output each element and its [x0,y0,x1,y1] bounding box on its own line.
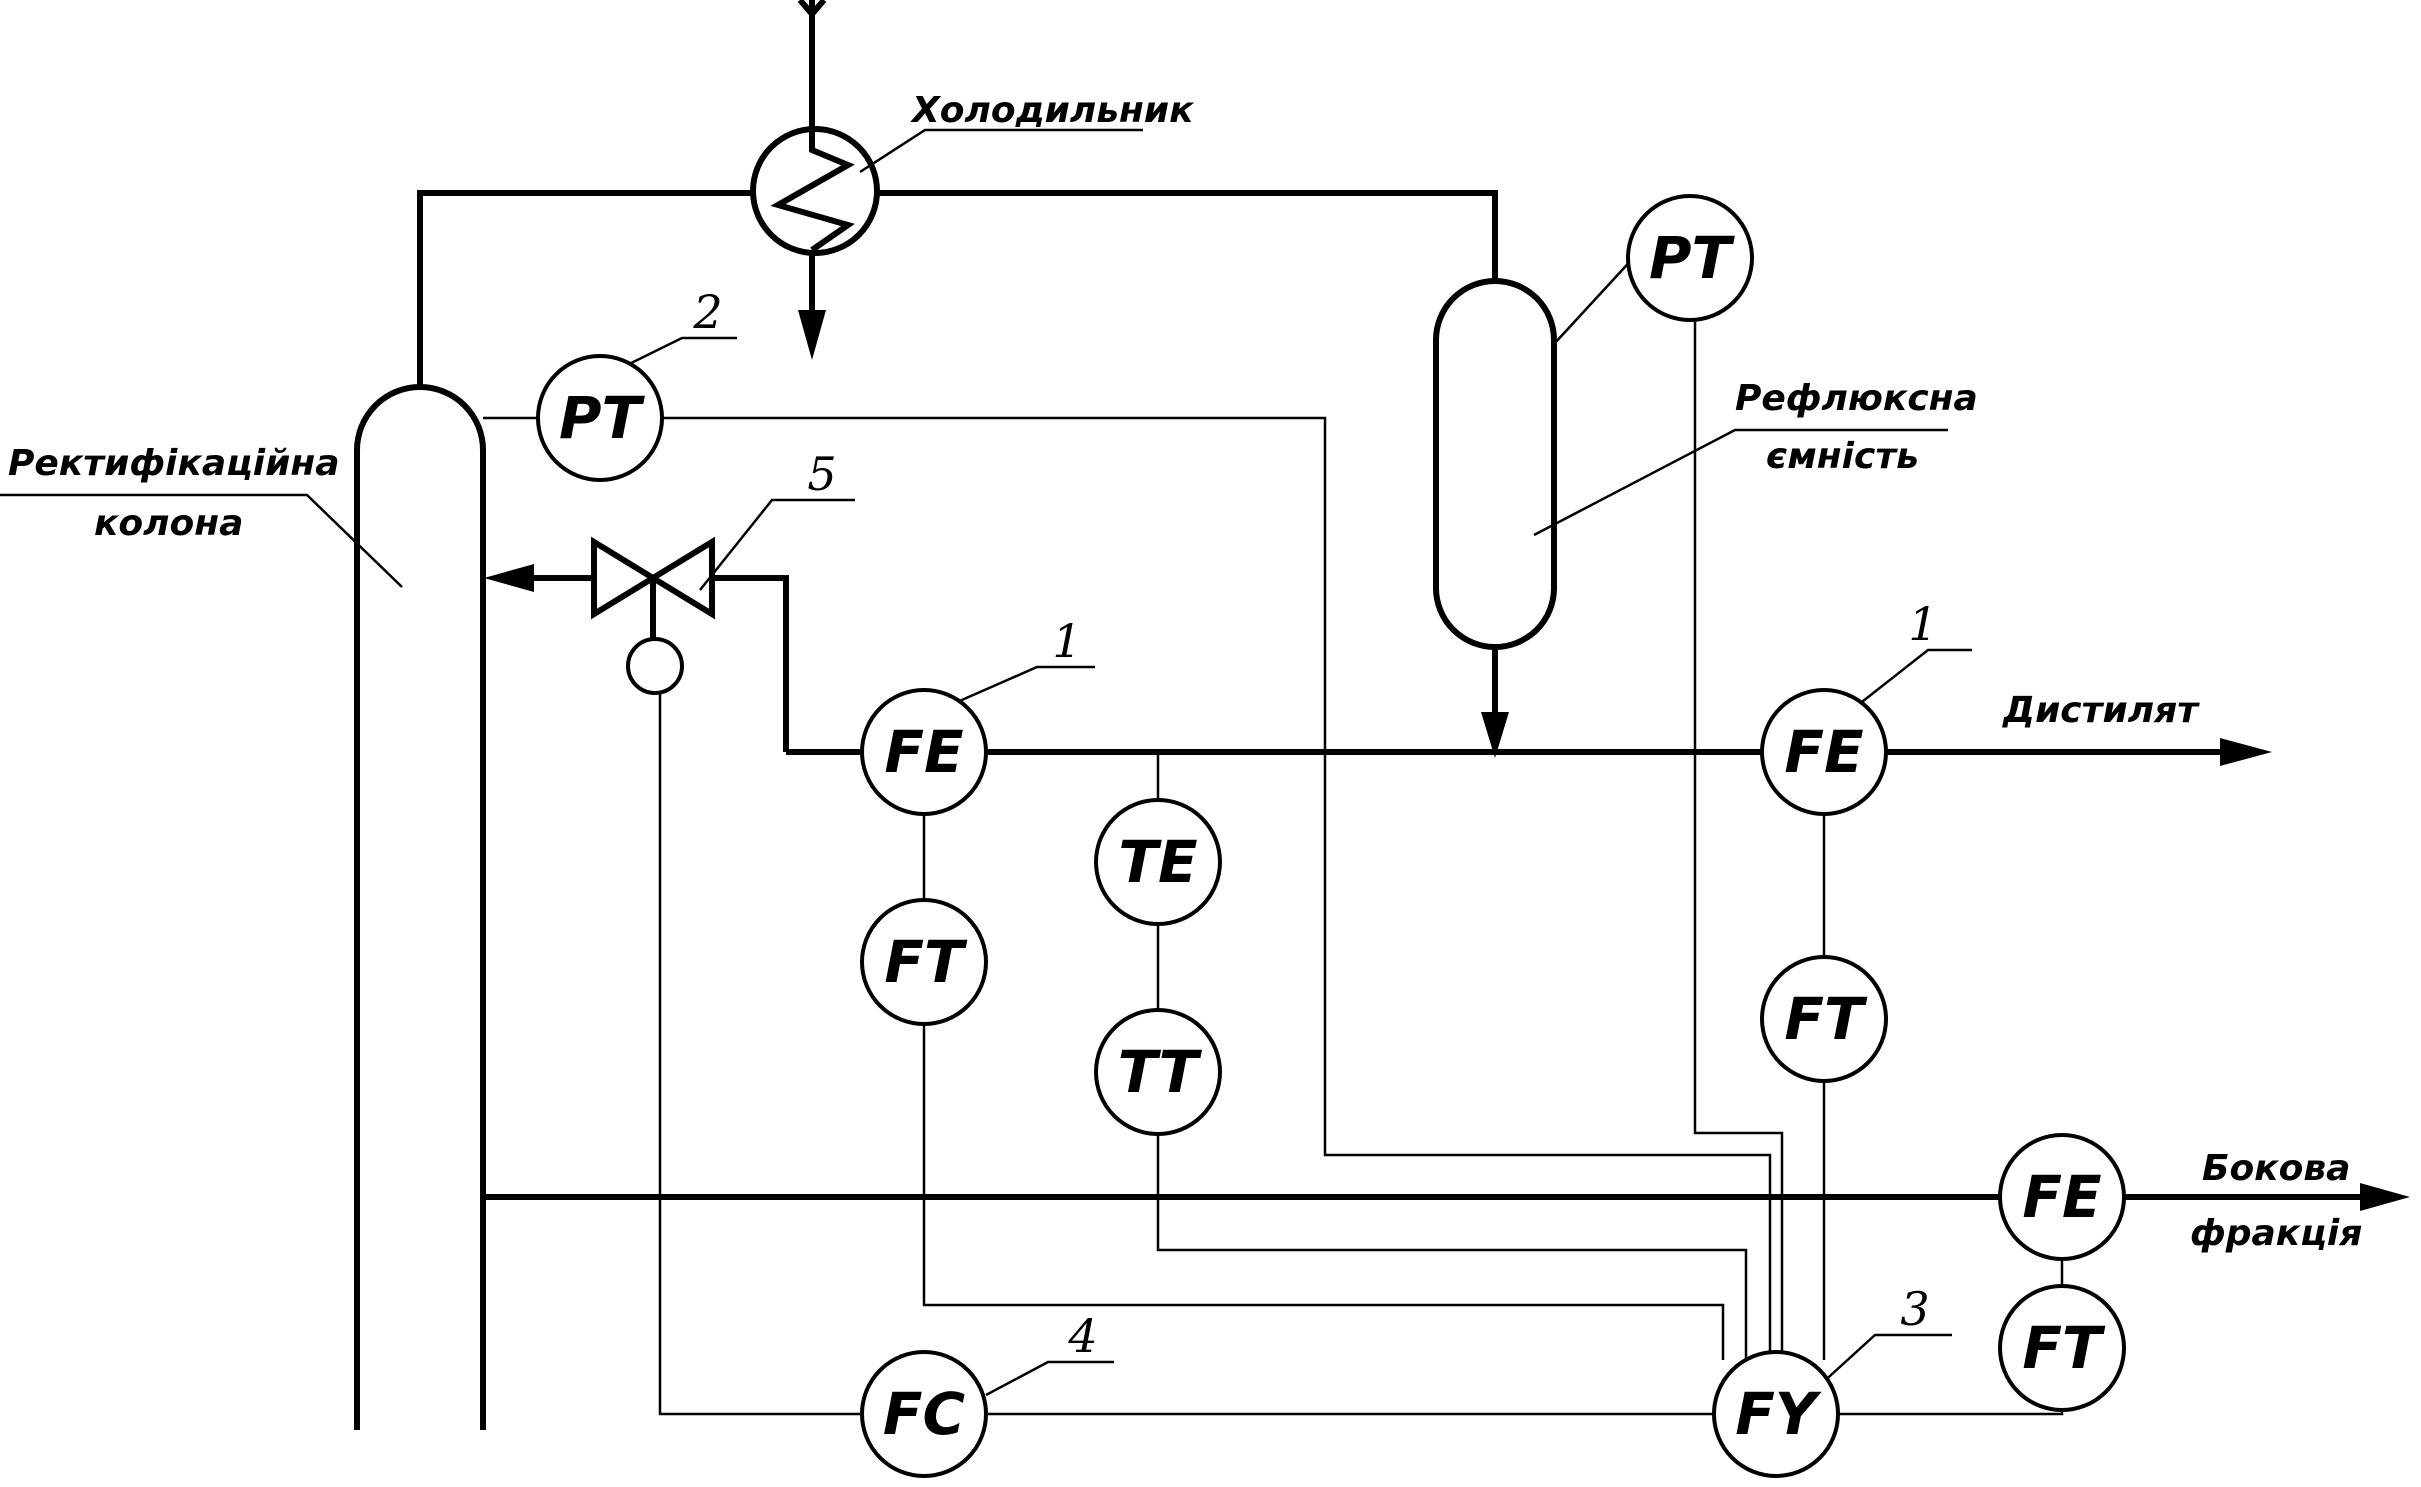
side-fraction-arrow [2360,1183,2410,1211]
fy-bubble [1712,1350,1840,1478]
te-bubble [1094,798,1222,926]
pt-column-number-leader [616,336,737,372]
fy-label: FY [1735,1380,1822,1448]
fe-distillate-bubble [1760,688,1888,816]
instrument-fe-reflux: FE [860,688,988,816]
pt-reflux-bubble [1626,194,1754,322]
distillate-label: Дистилят [2002,690,2200,731]
fe-side-bubble [1998,1133,2126,1261]
fe-distillate-label: FE [1784,718,1863,786]
text-labels: Холодильник Ректифікаційна колона Рефлюк… [8,90,2362,1254]
ft-reflux-bubble [860,898,988,1026]
column-leader [0,493,403,588]
reflux-leader [1533,428,1948,537]
fc-to-valve [658,693,862,1416]
position-numbers: 2 5 1 1 3 4 [692,285,1937,1363]
fc-bubble [860,1350,988,1478]
tt-bubble [1094,1008,1222,1136]
signal-lines [483,254,2064,1416]
column-label-line2: колона [94,503,243,544]
instrument-te: TE [1094,798,1222,926]
cooling-water-in-tail [797,0,827,19]
number-2: 2 [692,285,722,339]
process-lines [354,0,2410,1430]
overhead-vapor-line [417,190,752,385]
tt-to-fy [1156,1134,1748,1360]
fy-number-leader [1819,1333,1952,1386]
pt-column-to-fy [663,416,1772,1360]
instrument-tt: TT [1094,1008,1222,1136]
reflux-drum [1433,278,1557,650]
instrument-pt-column: PT [536,354,664,482]
leader-lines [0,128,1972,1397]
tt-label: TT [1118,1038,1203,1106]
number-1-distillate: 1 [1908,597,1937,651]
reflux-return-line-vertical [712,575,789,752]
pt-reflux-label: PT [1649,224,1736,292]
number-4: 4 [1067,1309,1097,1363]
ft-reflux-label: FT [884,928,968,996]
drum-outlet-arrow [1481,712,1509,758]
pt-reflux-to-fy [1693,318,1784,1360]
reflux-label-line1: Рефлюксна [1735,378,1978,419]
instrument-ft-reflux: FT [860,898,988,1026]
number-3: 3 [1900,1282,1929,1336]
number-5: 5 [807,447,836,501]
valve-actuator [626,637,684,695]
column-label-line1: Ректифікаційна [8,443,340,484]
pt-reflux-tap [1553,254,1637,345]
cooler-label: Холодильник [910,90,1195,131]
instrument-pt-reflux: PT [1626,194,1754,322]
reflux-return-arrow [484,564,534,592]
cooler-leader [859,128,1143,174]
fe-reflux-label: FE [884,718,963,786]
rectification-column [354,384,486,1430]
fc-number-leader [985,1360,1114,1397]
side-fraction-label-line2: фракція [2190,1213,2362,1254]
valve-right-triangle [647,536,715,620]
cooler-coil [770,130,855,253]
instrument-fy: FY [1712,1350,1840,1478]
pt-column-label: PT [559,384,646,452]
fe-reflux-bubble [860,688,988,816]
fe-dist-number-leader [1857,648,1972,706]
ft-side-label: FT [2022,1314,2106,1382]
ft-side-to-fy [1838,1410,2064,1416]
cooling-water-out-arrow [798,310,826,360]
ft-distillate-label: FT [1784,985,1868,1053]
instrument-fe-side: FE [1998,1133,2126,1261]
condensate-line [878,190,1498,283]
ft-reflux-to-fy [922,1024,1725,1360]
valve-number-leader [699,498,855,591]
instrument-fc: FC [860,1350,988,1478]
instrument-ft-side: FT [1998,1284,2126,1412]
fe-side-label: FE [2022,1163,2101,1231]
control-valve-5 [591,536,715,695]
side-fraction-label-line1: Бокова [2202,1148,2350,1189]
instrument-ft-distillate: FT [1760,955,1888,1083]
ft-side-bubble [1998,1284,2126,1412]
instrument-fe-distillate: FE [1760,688,1888,816]
fe-reflux-number-leader [954,665,1095,705]
cooler [750,126,880,256]
fc-label: FC [883,1380,965,1448]
reflux-label-line2: ємність [1766,436,1919,477]
number-1-reflux: 1 [1052,614,1081,668]
ft-distillate-bubble [1760,955,1888,1083]
valve-left-triangle [591,536,659,620]
te-label: TE [1118,828,1197,896]
pt-column-bubble [536,354,664,482]
distillate-arrow [2220,738,2272,766]
